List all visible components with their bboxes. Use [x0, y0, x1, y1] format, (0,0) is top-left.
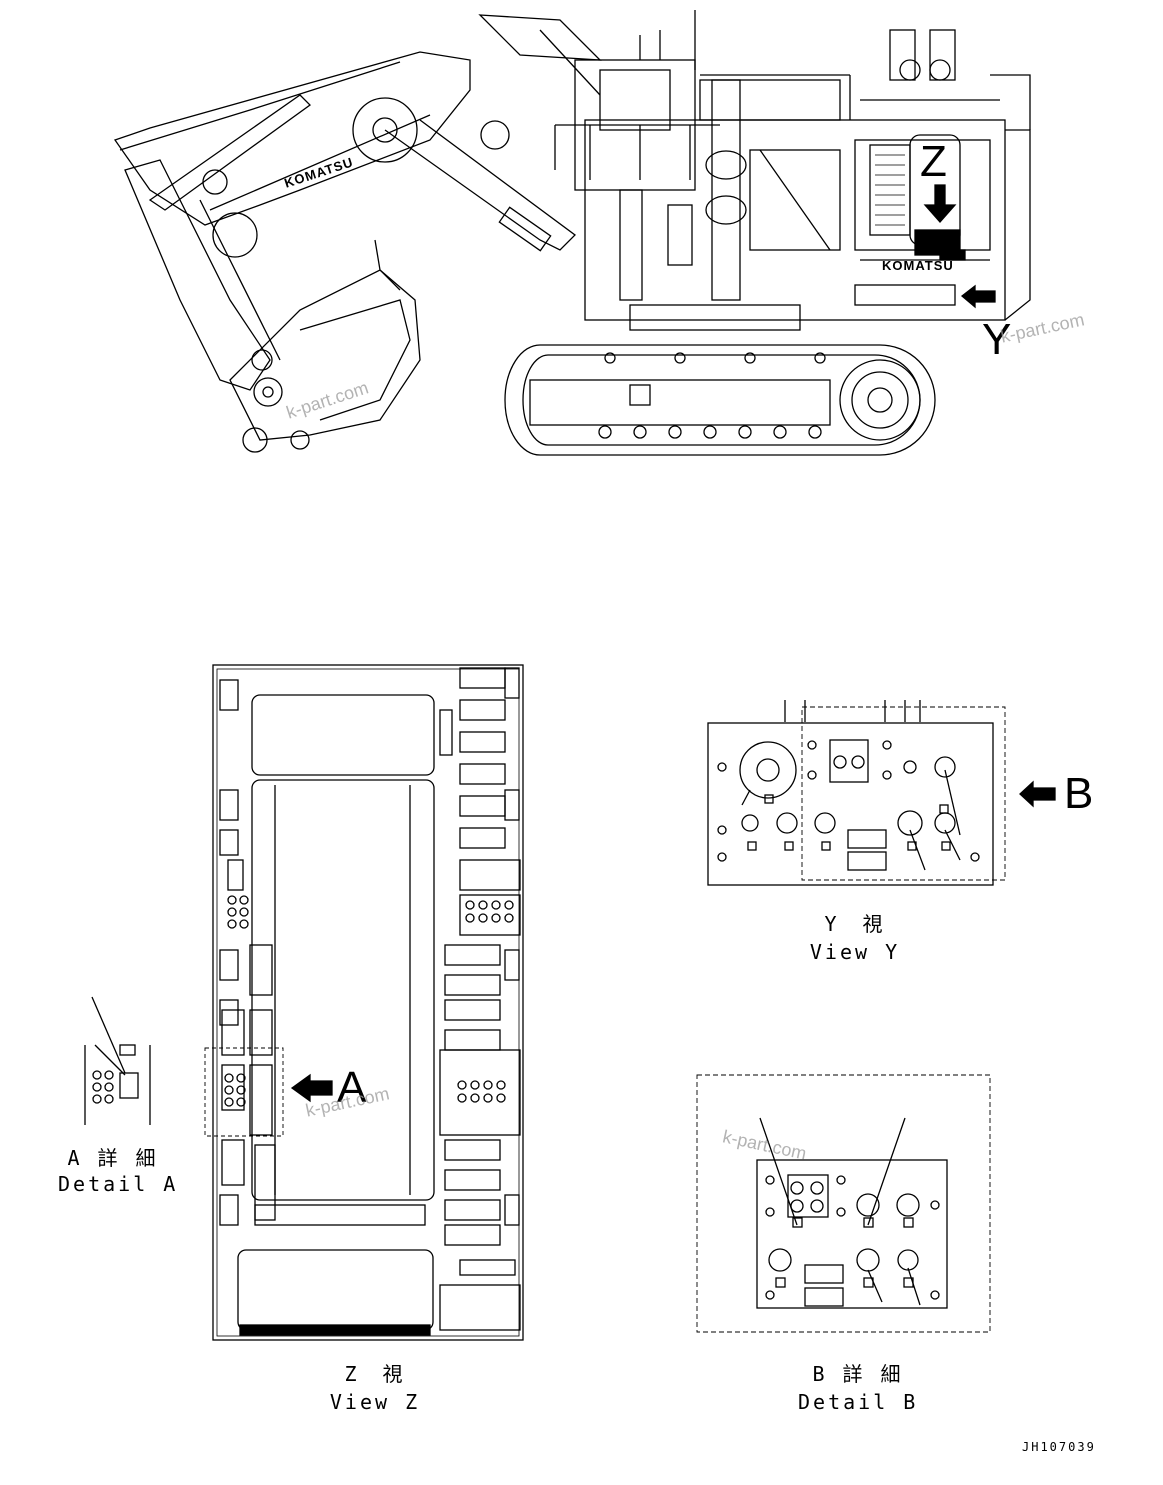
view-z-caption-en: View Z — [329, 1390, 421, 1414]
marker-z: Z — [920, 137, 947, 186]
detail-b-panel — [696, 1074, 991, 1333]
view-z-caption-jp: Z 視 — [344, 1362, 406, 1386]
document-id: JH107039 — [1022, 1440, 1096, 1454]
detail-a-drawing — [84, 996, 151, 1125]
marker-b: B — [1064, 769, 1094, 818]
left-modules — [219, 679, 276, 1226]
detail-b-caption-jp: B 詳 細 — [812, 1362, 904, 1386]
detail-a-caption-jp: A 詳 細 — [67, 1146, 159, 1170]
detail-a-caption-en: Detail A — [58, 1172, 179, 1196]
detail-b-small-circles — [765, 1175, 940, 1300]
view-z-panel — [204, 664, 524, 1341]
house-logo: KOMATSU — [882, 258, 954, 273]
view-y-caption-en: View Y — [809, 940, 901, 964]
crawler-rollers — [598, 352, 826, 439]
detail-b-labels — [775, 1217, 914, 1288]
view-y-labels — [747, 794, 951, 851]
right-modules — [439, 667, 521, 1331]
left-connector-circles — [224, 895, 249, 1107]
marker-y: Y — [982, 315, 1012, 364]
excavator-side-view — [113, 10, 1031, 456]
view-y-panel — [707, 700, 1056, 886]
marker-a: A — [337, 1063, 367, 1112]
detail-b-caption-en: Detail B — [798, 1390, 919, 1414]
view-y-small-circles — [717, 740, 980, 862]
view-y-caption-jp: Y 視 — [824, 912, 886, 936]
right-connector-circles — [457, 900, 514, 1103]
